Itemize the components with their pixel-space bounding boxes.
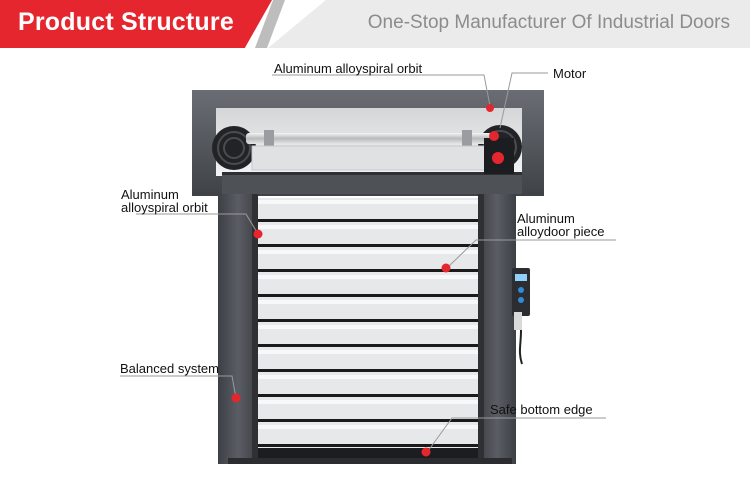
callout-leaders [120, 72, 616, 452]
leader-door-piece [447, 239, 616, 268]
shaft-collar-left [264, 130, 274, 147]
door-slats [258, 200, 478, 447]
left-rail-inner [252, 194, 258, 464]
callout-motor-label: Motor [553, 66, 587, 81]
left-guide-rail [218, 194, 258, 464]
door-slat-line [258, 344, 478, 347]
callout-markers [231, 104, 494, 457]
leader-balance [120, 375, 237, 399]
rolled-door-curtain [251, 145, 487, 171]
door-slat-line [258, 394, 478, 397]
door-slat-highlight [258, 350, 478, 354]
door-slat-highlight [258, 300, 478, 304]
marker-left-orbit [253, 229, 263, 239]
control-box [512, 268, 530, 365]
door-slat-highlight [258, 400, 478, 404]
door-slat-line [258, 244, 478, 247]
callout-balance-label: Balanced system [120, 361, 219, 376]
floor-line [228, 458, 512, 464]
marker-bottom-edge [421, 447, 431, 457]
door-slat-highlight [258, 375, 478, 379]
header-banner: Product Structure One-Stop Manufacturer … [0, 0, 750, 48]
door-slat-line [258, 294, 478, 297]
door-slat-highlight [258, 200, 478, 204]
door-slat-highlight [258, 325, 478, 329]
door-slat-highlight [258, 250, 478, 254]
leader-motor [499, 72, 548, 129]
shaft-collar-right [462, 130, 472, 147]
banner-red-band [0, 0, 272, 48]
motor-unit [484, 131, 514, 174]
beam-edge [222, 172, 522, 175]
callout-left-orbit-label: Aluminum alloyspiral orbit [121, 187, 208, 215]
marker-top-orbit [486, 104, 494, 112]
housing-lower-beam [222, 172, 522, 194]
door-slat-line [258, 419, 478, 422]
callout-bottom-edge-label: Safe bottom edge [490, 402, 593, 417]
door-slat-highlight [258, 225, 478, 229]
door-slat-line [258, 369, 478, 372]
marker-door-piece [441, 263, 451, 273]
callout-door-piece-label: Aluminum alloydoor piece [517, 211, 605, 239]
leader-left-orbit [136, 213, 259, 235]
door-slat-highlight [258, 275, 478, 279]
right-rail-inner [478, 194, 484, 464]
leader-bottom-edge [427, 417, 606, 452]
door-slat-highlight [258, 425, 478, 429]
door-slat-line [258, 219, 478, 222]
right-guide-rail [478, 194, 516, 464]
marker-balance [231, 393, 241, 403]
left-spiral-coil [212, 126, 256, 170]
door-slat-line [258, 269, 478, 272]
door-slat-line [258, 444, 478, 447]
leader-top-orbit [272, 74, 491, 107]
page-title: Product Structure [18, 8, 234, 36]
door-slat-line [258, 319, 478, 322]
page-subtitle: One-Stop Manufacturer Of Industrial Door… [367, 12, 730, 33]
callout-top-orbit-label: Aluminum alloyspiral orbit [274, 61, 423, 76]
banner-gray-band [268, 0, 750, 48]
safe-bottom-edge-bar [258, 448, 478, 458]
drive-shaft [246, 133, 492, 144]
